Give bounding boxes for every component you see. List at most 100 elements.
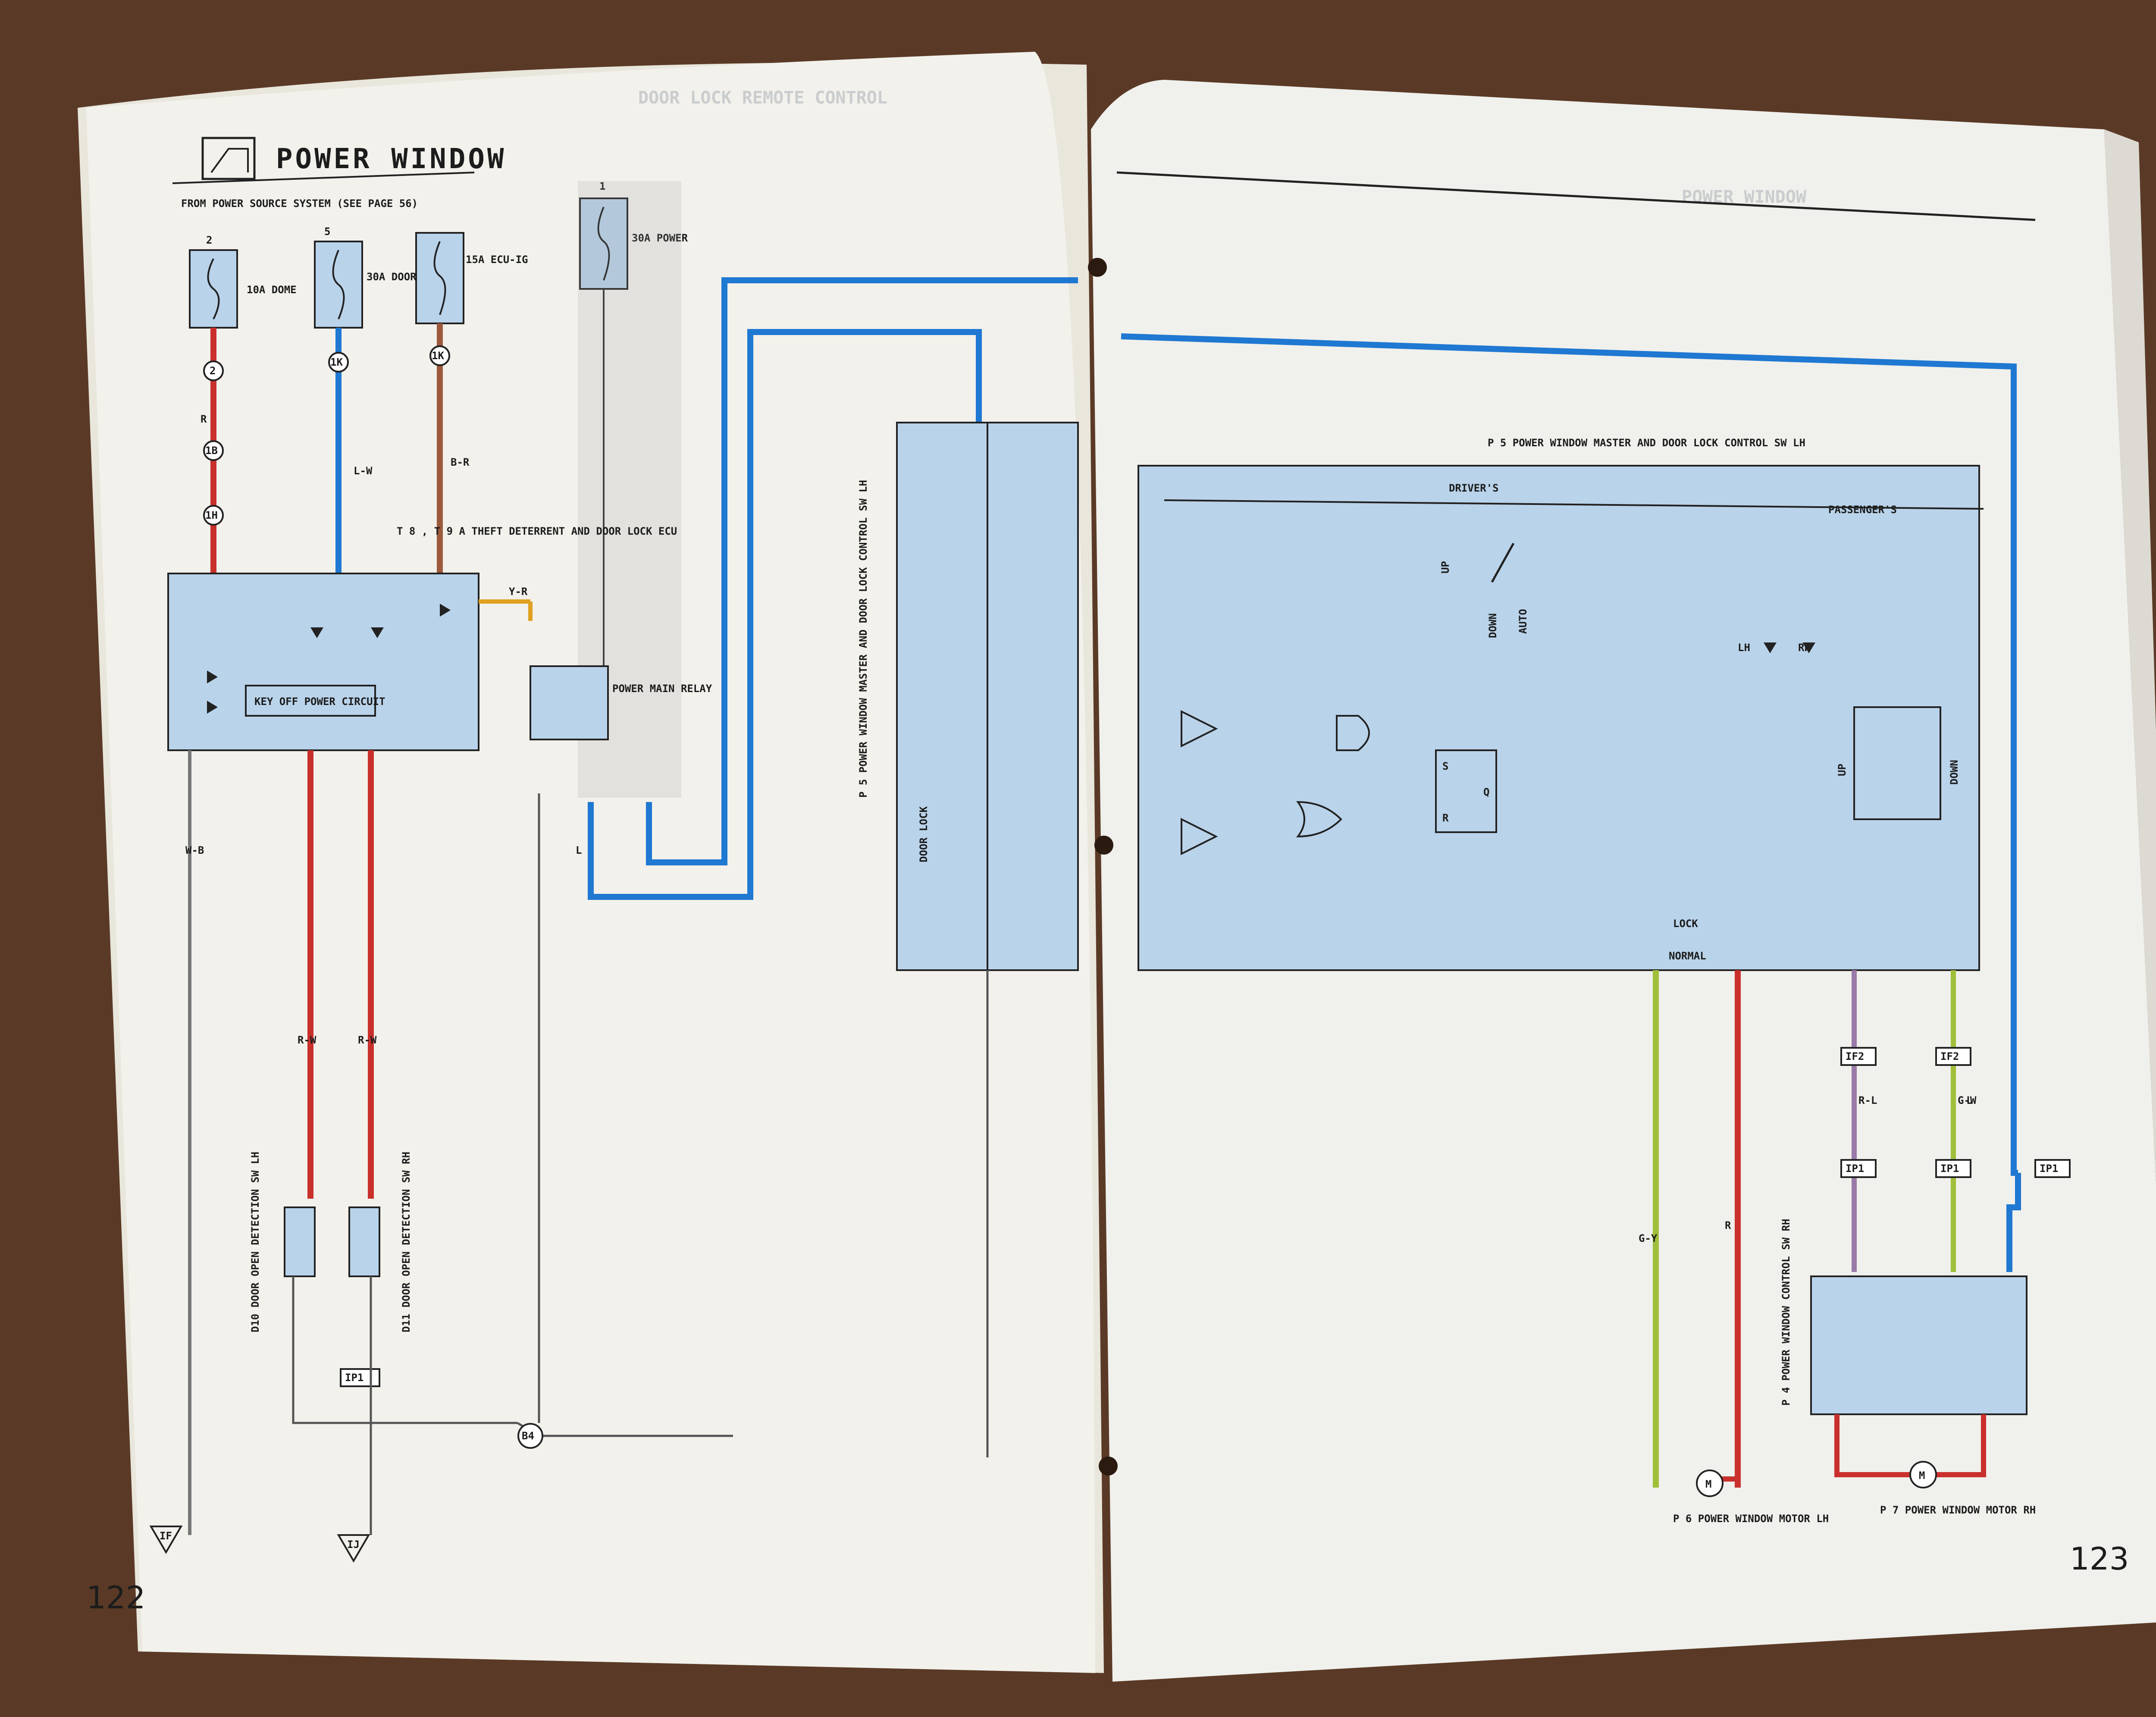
wire-label: G-Y <box>1639 1232 1658 1244</box>
relay-label: POWER MAIN RELAY <box>612 683 712 695</box>
svg-text:IP1: IP1 <box>1940 1162 1959 1175</box>
ghost-header-left: DOOR LOCK REMOTE CONTROL <box>638 88 887 108</box>
binder-hole <box>1088 258 1107 277</box>
page-number-right: 123 <box>2070 1541 2129 1577</box>
binder-hole <box>1099 1457 1118 1476</box>
svg-text:Q: Q <box>1483 786 1489 798</box>
svg-text:1K: 1K <box>330 356 343 368</box>
svg-text:1H: 1H <box>205 509 218 521</box>
motor-lh <box>1696 1469 1724 1497</box>
door-open-switch-rh <box>348 1206 380 1277</box>
fuse-ecu-ig-label: 15A ECU-IG <box>466 254 528 266</box>
master-switch-label-left: P 5 POWER WINDOW MASTER AND DOOR LOCK CO… <box>857 480 869 798</box>
fuse-pin: 1 <box>599 180 605 192</box>
motor-rh <box>1909 1461 1937 1488</box>
passengers-label: PASSENGER'S <box>1828 504 1897 516</box>
connector-ip1 <box>340 1368 380 1387</box>
motor-lh-label: P 6 POWER WINDOW MOTOR LH <box>1673 1513 1829 1525</box>
passenger-switch <box>1853 706 1941 820</box>
svg-text:1B: 1B <box>205 445 218 457</box>
page-title: POWER WINDOW <box>276 143 506 175</box>
right-page-edge <box>2104 129 2156 1183</box>
wire-label: R-W <box>358 1034 377 1046</box>
master-switch-label-right: P 5 POWER WINDOW MASTER AND DOOR LOCK CO… <box>1488 437 1805 449</box>
svg-text:IF2: IF2 <box>1940 1050 1959 1062</box>
connector-ip1 <box>1935 1159 1971 1178</box>
source-note: FROM POWER SOURCE SYSTEM (SEE PAGE 56) <box>181 197 418 210</box>
down-label: DOWN <box>1487 613 1499 638</box>
wire-label: L <box>576 844 582 856</box>
master-switch-box <box>1138 465 1980 971</box>
and-gate <box>1336 715 1370 751</box>
fuse-door-label: 30A DOOR <box>367 271 417 283</box>
wire-blue-l2 <box>646 277 1078 865</box>
binder-hole <box>1094 836 1113 855</box>
lock-label: LOCK <box>1673 918 1698 930</box>
ecu-label: T 8 , T 9 A THEFT DETERRENT AND DOOR LOC… <box>397 525 677 537</box>
wire-label: B-R <box>451 456 470 468</box>
svg-text:B4: B4 <box>522 1430 534 1442</box>
wire-label: W-B <box>185 844 204 856</box>
wire-label: R-W <box>298 1034 317 1046</box>
power-main-relay <box>530 665 609 740</box>
svg-text:M: M <box>1919 1469 1925 1482</box>
switch-rh-label: D11 DOOR OPEN DETECTION SW RH <box>400 1152 412 1332</box>
svg-text:IP1: IP1 <box>2040 1162 2058 1175</box>
connector-ip1 <box>1840 1159 1877 1178</box>
right-diagram: L P 5 POWER WINDOW MASTER AND DOOR LOCK … <box>1116 171 2129 1577</box>
switch-lh-label: D10 DOOR OPEN DETECTION SW LH <box>249 1152 261 1332</box>
svg-text:IF: IF <box>160 1530 172 1542</box>
wire-label: Y-R <box>509 586 528 598</box>
connectors-left: 2 1B 1H 1K 1K <box>203 345 450 526</box>
connector-ip1 <box>2034 1159 2071 1178</box>
connector-if2 <box>1840 1047 1877 1066</box>
comparator <box>1181 710 1218 748</box>
fuse-ecu-ig <box>415 232 464 324</box>
fuse-pin: 2 <box>206 234 212 246</box>
drivers-label: DRIVER'S <box>1449 482 1499 494</box>
lh-led-label: LH <box>1738 642 1750 654</box>
svg-text:IP1: IP1 <box>1846 1162 1864 1175</box>
door-open-switch-lh <box>284 1206 316 1277</box>
wire-label: L <box>1966 1094 1972 1106</box>
svg-text:2: 2 <box>210 365 216 377</box>
key-off-power-circuit <box>245 685 376 717</box>
connector-if2 <box>1935 1047 1971 1066</box>
wire-wb-ground <box>292 793 733 1535</box>
wire-label: R-L <box>1858 1094 1877 1106</box>
wire-label: R <box>1725 1219 1731 1231</box>
svg-text:DOWN: DOWN <box>1948 760 1960 785</box>
fuse-power-label: 30A POWER <box>632 232 688 244</box>
control-switch-rh-label: P 4 POWER WINDOW CONTROL SW RH <box>1780 1219 1792 1406</box>
svg-text:1K: 1K <box>432 350 444 362</box>
ground-ij <box>337 1534 370 1563</box>
sr-latch <box>1435 749 1497 833</box>
svg-text:UP: UP <box>1836 764 1848 776</box>
svg-text:M: M <box>1705 1478 1711 1490</box>
fuse-dome-label: 10A DOME <box>247 284 297 296</box>
ground-if <box>149 1526 183 1554</box>
page-number-left: 122 <box>86 1579 145 1616</box>
or-gate <box>1296 801 1342 838</box>
svg-text:IJ: IJ <box>347 1538 360 1551</box>
svg-text:IP1: IP1 <box>345 1372 364 1384</box>
left-diagram: POWER WINDOW FROM POWER SOURCE SYSTEM (S… <box>86 137 1079 1616</box>
window-icon <box>201 137 256 180</box>
ecu-circuit-label: KEY OFF POWER CIRCUIT <box>254 696 385 708</box>
motor-rh-label: P 7 POWER WINDOW MOTOR RH <box>1880 1504 2036 1516</box>
comparator <box>1181 818 1218 855</box>
wire-label: L-W <box>354 465 373 477</box>
theft-deterrent-ecu <box>167 573 479 751</box>
wire-label: G-W <box>1958 1094 1977 1106</box>
fuse-power <box>579 197 628 290</box>
led-symbols <box>1764 642 1815 653</box>
wire-label: R <box>201 413 207 425</box>
svg-text:R: R <box>1442 812 1449 824</box>
door-lock-label: DOOR LOCK <box>918 806 930 862</box>
normal-label: NORMAL <box>1669 950 1706 962</box>
svg-text:IF2: IF2 <box>1846 1050 1864 1062</box>
auto-label: AUTO <box>1517 609 1529 634</box>
connector-b4 <box>517 1423 543 1449</box>
